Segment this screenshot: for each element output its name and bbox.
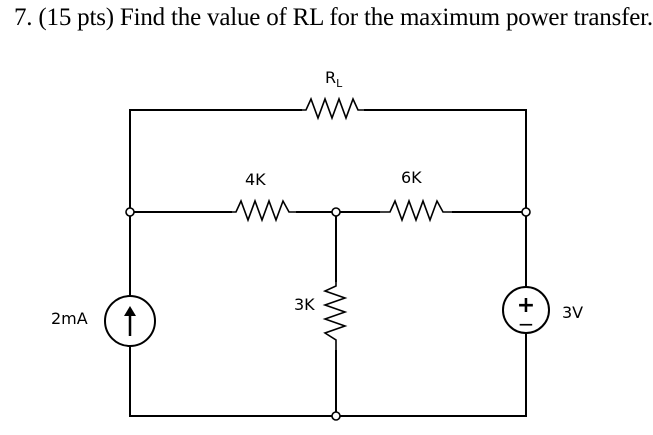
node-left <box>125 207 135 217</box>
voltage-source: + − <box>502 286 550 336</box>
wire-top-left <box>129 109 302 212</box>
resistor-3k <box>322 282 348 350</box>
problem-statement: 7. (15 pts) Find the value of RL for the… <box>14 4 653 31</box>
node-bottom <box>331 411 341 421</box>
label-current-source: 2mA <box>51 309 88 328</box>
label-6k: 6K <box>401 168 422 187</box>
wire-top-right <box>364 109 527 212</box>
arrow-head-icon <box>124 306 136 316</box>
resistor-4k <box>232 198 296 223</box>
current-source <box>104 295 156 347</box>
node-right <box>521 207 531 217</box>
node-center <box>331 207 341 217</box>
resistor-rl <box>302 96 364 121</box>
label-4k: 4K <box>245 170 266 189</box>
wire-right-lower <box>336 333 527 417</box>
label-3k: 3K <box>294 295 315 314</box>
wire-left-bottom <box>129 346 336 417</box>
label-voltage-source: 3V <box>562 303 583 322</box>
label-rl: RL <box>325 68 343 90</box>
minus-sign: − <box>518 312 535 336</box>
plus-sign: + <box>517 293 535 318</box>
wires <box>129 109 527 417</box>
resistor-6k <box>380 198 452 223</box>
